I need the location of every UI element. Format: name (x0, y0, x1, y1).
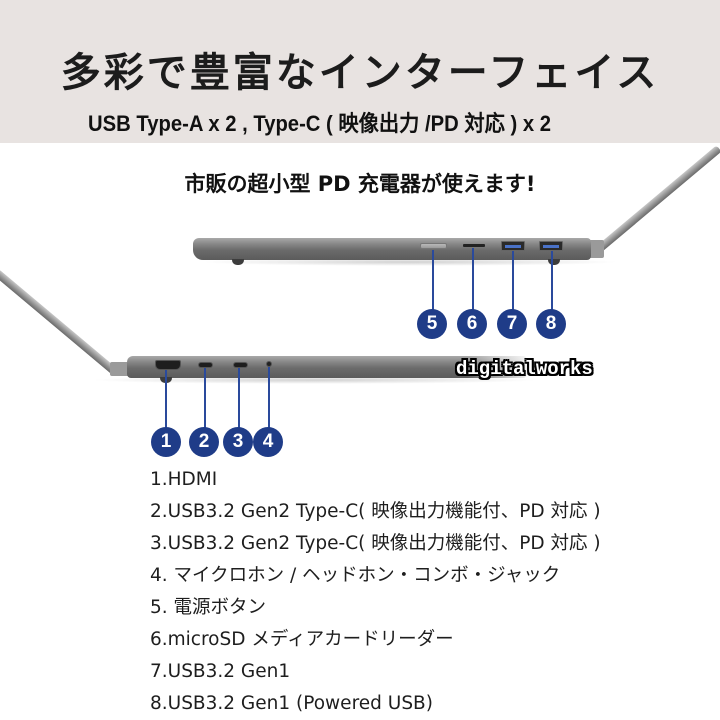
page-title: 多彩で豊富なインターフェイス (60, 50, 660, 96)
usb-a-port-7[interactable] (501, 241, 525, 251)
top-laptop-foot (548, 259, 560, 265)
leader-line-8 (551, 251, 553, 310)
port-badge-1: 1 (151, 427, 181, 457)
port-badge-7: 7 (497, 309, 527, 339)
list-item: 2.USB3.2 Gen2 Type-C( 映像出力機能付、PD 対応 ) (150, 501, 601, 522)
list-item: 1.HDMI (150, 469, 218, 490)
list-item: 7.USB3.2 Gen1 (150, 661, 291, 682)
port-badge-6: 6 (457, 309, 487, 339)
top-laptop-foot (232, 259, 244, 265)
page-subtitle: USB Type-A x 2 , Type-C ( 映像出力 /PD 対応 ) … (88, 111, 551, 136)
bottom-laptop-body (127, 356, 527, 378)
hdmi-port[interactable] (155, 360, 181, 370)
port-badge-2: 2 (189, 427, 219, 457)
usb-a-port-8[interactable] (539, 241, 563, 251)
tagline: 市販の超小型 PD 充電器が使えます! (184, 172, 536, 196)
port-badge-4: 4 (253, 427, 283, 457)
usb-c-port-3[interactable] (233, 362, 248, 368)
list-item: 4. マイクロホン / ヘッドホン・コンボ・ジャック (150, 565, 561, 586)
watermark: digitalworks (456, 358, 593, 380)
leader-line-5 (432, 250, 434, 310)
list-item: 6.microSD メディアカードリーダー (150, 629, 454, 650)
list-item: 8.USB3.2 Gen1 (Powered USB) (150, 693, 433, 714)
bottom-laptop-shadow (90, 376, 540, 384)
leader-line-3 (238, 368, 240, 428)
ports-list: 1.HDMI 2.USB3.2 Gen2 Type-C( 映像出力機能付、PD … (150, 464, 601, 720)
port-badge-3: 3 (223, 427, 253, 457)
usb-c-port-2[interactable] (198, 362, 213, 368)
microsd-slot[interactable] (463, 244, 485, 247)
top-laptop-lid (595, 145, 720, 254)
bottom-laptop-hinge (110, 362, 130, 376)
power-button[interactable] (420, 243, 447, 249)
leader-line-2 (204, 368, 206, 428)
top-laptop-shadow (200, 258, 620, 266)
list-item: 5. 電源ボタン (150, 597, 267, 618)
top-laptop-body (193, 238, 591, 260)
port-badge-5: 5 (417, 309, 447, 339)
bottom-laptop-lid (0, 268, 120, 377)
leader-line-7 (512, 251, 514, 310)
leader-line-6 (472, 248, 474, 310)
header-banner: 多彩で豊富なインターフェイス USB Type-A x 2 , Type-C (… (0, 0, 720, 143)
audio-jack[interactable] (266, 361, 272, 367)
list-item: 3.USB3.2 Gen2 Type-C( 映像出力機能付、PD 対応 ) (150, 533, 601, 554)
port-badge-8: 8 (536, 309, 566, 339)
leader-line-4 (268, 367, 270, 428)
leader-line-1 (165, 370, 167, 428)
